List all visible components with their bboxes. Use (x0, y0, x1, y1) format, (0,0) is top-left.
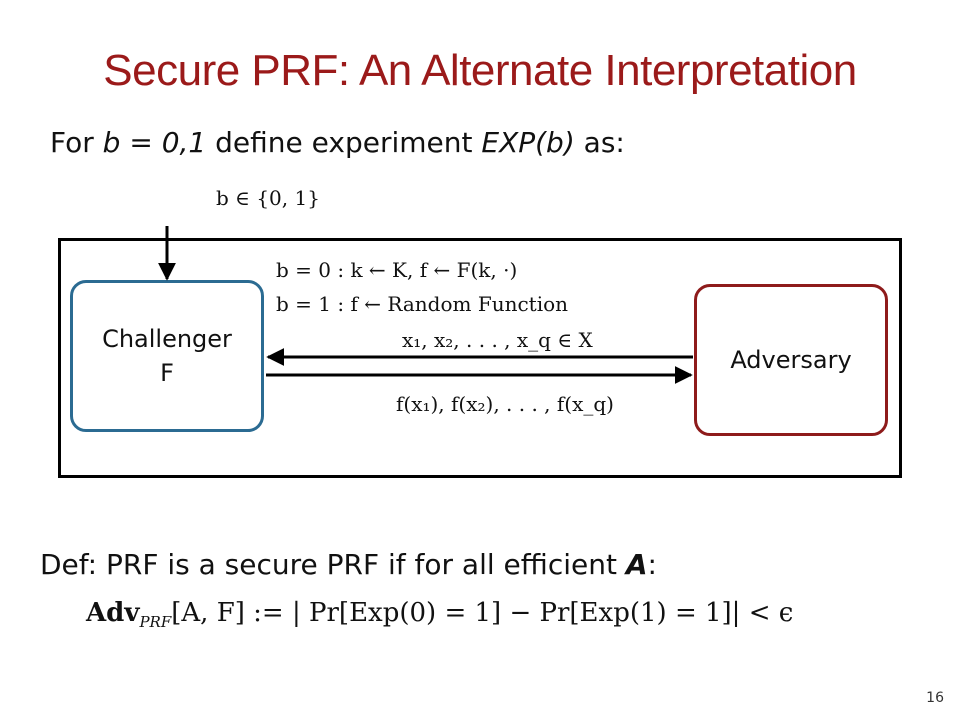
challenger-label: Challenger (102, 325, 232, 353)
challenger-function-label: F (160, 359, 174, 387)
definition-prefix: Def: PRF is a secure PRF if for all effi… (40, 548, 626, 581)
challenger-box: Challenger F (70, 280, 264, 432)
adv-bold: Adv (86, 598, 140, 628)
definition-adversary-symbol: A (625, 548, 648, 581)
adversary-label: Adversary (730, 346, 852, 374)
advantage-formula: AdvPRF[A, F] := | Pr[Exp(0) = 1] − Pr[Ex… (86, 598, 793, 631)
intro-suffix: as: (574, 126, 625, 159)
experiment-box (58, 238, 902, 478)
b-input-label: b ∈ {0, 1} (216, 186, 320, 210)
case-b1-label: b = 1 : f ← Random Function (276, 292, 569, 316)
query-message-label: x₁, x₂, . . . , x_q ∈ X (402, 328, 593, 352)
response-message-label: f(x₁), f(x₂), . . . , f(x_q) (396, 392, 614, 416)
case-b0-label: b = 0 : k ← K, f ← F(k, ·) (276, 258, 518, 282)
slide-title: Secure PRF: An Alternate Interpretation (103, 46, 857, 95)
intro-prefix: For (50, 126, 103, 159)
page-number: 16 (926, 690, 944, 706)
adv-rest: [A, F] := | Pr[Exp(0) = 1] − Pr[Exp(1) =… (171, 598, 794, 628)
intro-b-expr: b = 0,1 (102, 126, 207, 159)
definition-suffix: : (647, 548, 657, 581)
experiment-intro: For b = 0,1 define experiment EXP(b) as: (50, 126, 625, 159)
intro-middle: define experiment (206, 126, 482, 159)
intro-exp-expr: EXP(b) (481, 126, 575, 159)
definition-text: Def: PRF is a secure PRF if for all effi… (40, 548, 657, 581)
adversary-box: Adversary (694, 284, 888, 436)
adv-subscript: PRF (139, 613, 172, 632)
